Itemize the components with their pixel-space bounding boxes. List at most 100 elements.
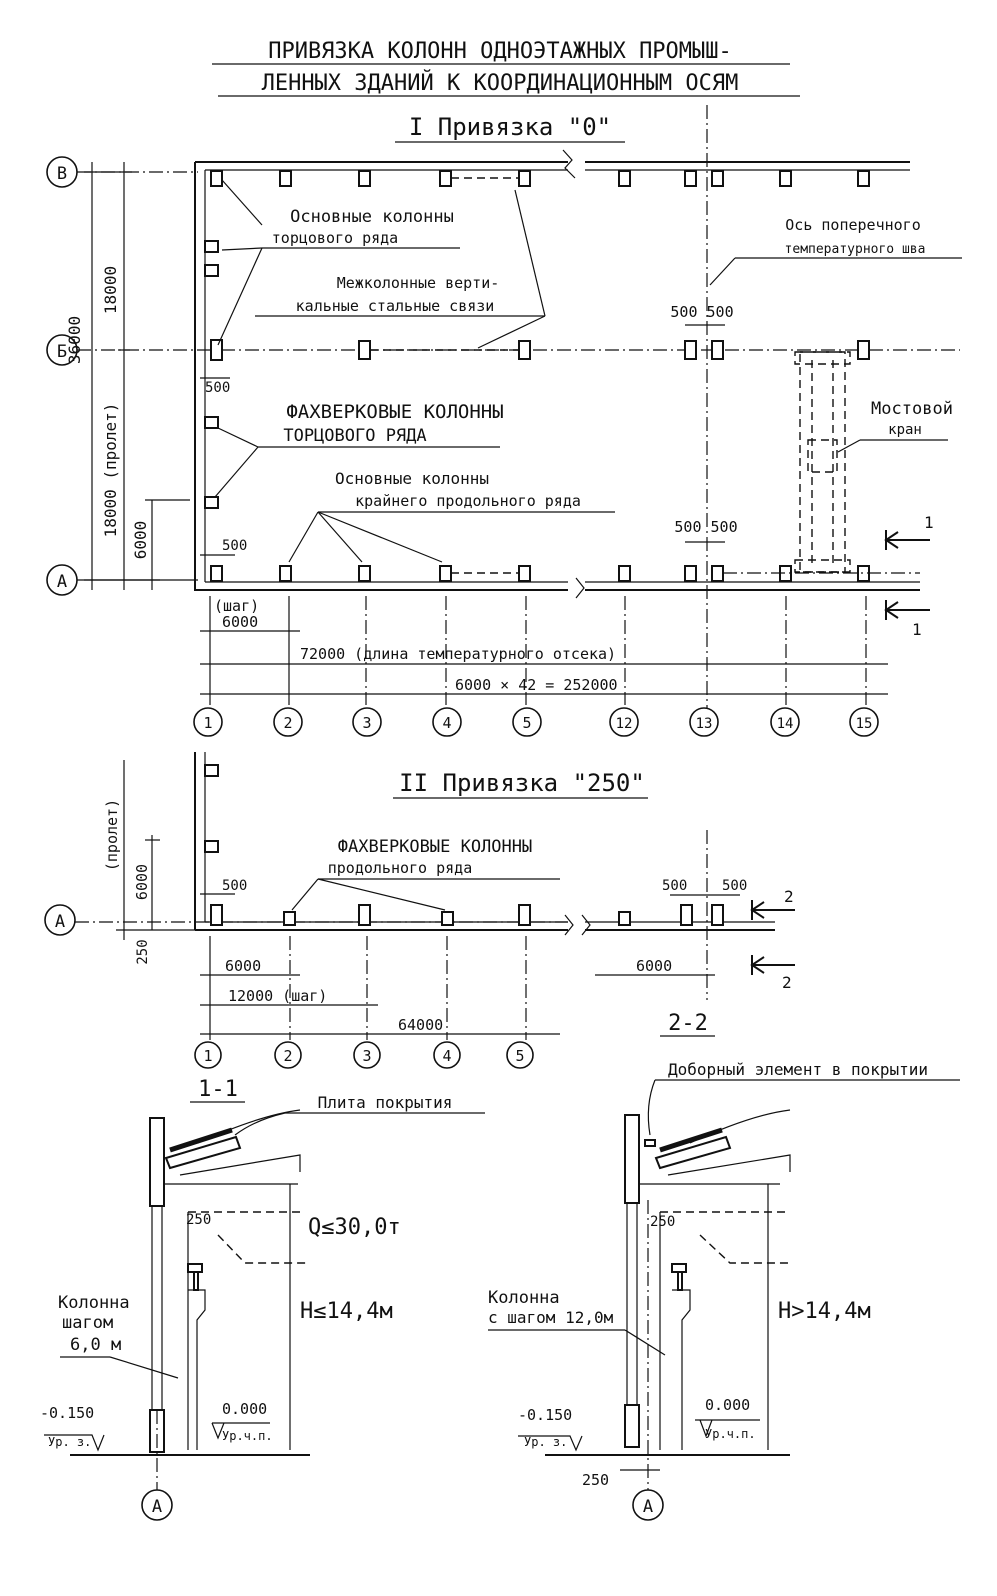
dim-12000: 12000 (шаг) (228, 987, 327, 1005)
leader (709, 257, 736, 286)
label-crane-1: Мостовой (871, 399, 953, 419)
col-axis-label: 15 (856, 716, 873, 732)
dim-72000: 72000 (длина температурного отсека) (300, 645, 616, 663)
dim-6000-v-2: 6000 (133, 864, 151, 900)
dim-left-section2 (116, 760, 195, 940)
leader (647, 1079, 656, 1136)
column (204, 264, 219, 277)
column (518, 904, 531, 926)
row-axis-a-label: А (57, 572, 67, 592)
dim-18000-top: 18000 (101, 266, 120, 314)
col-axis-label: 4 (442, 714, 451, 732)
label-end-main-1: Основные колонны (290, 207, 454, 227)
leader (214, 446, 259, 498)
cut1-column-3: 6,0 м (70, 1335, 121, 1355)
leader (217, 247, 263, 346)
dim-span: (пролет) (103, 799, 121, 871)
dim-500-b: 500 (222, 538, 247, 554)
column (204, 840, 219, 853)
col-axis-label: 14 (777, 716, 794, 732)
column (358, 904, 371, 926)
row-axis-b-label: Б (57, 342, 67, 362)
dim-36000: 36000 (65, 316, 84, 364)
column (684, 170, 697, 187)
dim-500-c2: 500 (722, 878, 747, 894)
column (439, 565, 452, 582)
dim-64000: 64000 (398, 1016, 443, 1034)
column (618, 911, 631, 926)
dim-500-b2: 500 (662, 878, 687, 894)
section1-heading: I Привязка "0" (409, 113, 611, 141)
columns-section2 (204, 764, 724, 926)
column (204, 240, 219, 253)
column (684, 565, 697, 582)
label-frame-end-2: ТОРЦОВОГО РЯДА (283, 426, 426, 446)
cut1-slab-label: Плита покрытия (318, 1093, 453, 1112)
cut1-axis-label: А (152, 1497, 162, 1517)
cut1-height: H≤14,4м (300, 1299, 393, 1324)
column (779, 170, 792, 187)
leader (317, 511, 363, 563)
column (283, 911, 296, 926)
column (279, 170, 292, 187)
column (210, 170, 223, 187)
column (680, 904, 693, 926)
column (204, 416, 219, 429)
section2-heading: II Привязка "250" (399, 769, 645, 797)
label-bracing-1: Межколонные верти- (337, 274, 500, 292)
title-line-1: ПРИВЯЗКА КОЛОНН ОДНОЭТАЖНЫХ ПРОМЫШ- (268, 39, 732, 64)
column (711, 340, 724, 360)
level-marker (695, 1419, 760, 1438)
cut-mark-1-top: 1 (884, 513, 934, 550)
col-axis-label: 5 (522, 714, 531, 732)
label-frame-end-1: ФАХВЕРКОВЫЕ КОЛОННЫ (286, 401, 503, 423)
column (857, 340, 870, 360)
dim-bottom-section2 (200, 936, 715, 1040)
columns-row-a (210, 565, 870, 582)
column (439, 170, 452, 187)
label-bracing-2: кальные стальные связи (296, 297, 495, 315)
title-line-2: ЛЕННЫХ ЗДАНИЙ К КООРДИНАЦИОННЫМ ОСЯМ (262, 70, 739, 96)
column (711, 170, 724, 187)
cut-label-1b: 1 (912, 620, 922, 639)
cut2-dim-250-bottom: 250 (582, 1471, 609, 1489)
column (358, 340, 371, 360)
col-axes-section1: 1 2 3 4 5 12 13 14 15 (193, 707, 879, 737)
column (518, 170, 531, 187)
col-axis-label: 13 (696, 716, 713, 732)
cut1-title: 1-1 (198, 1077, 238, 1102)
col-axes-section2: 1 2 3 4 5 (194, 1041, 534, 1069)
cut-mark-2-bottom: 2 (750, 955, 795, 992)
col-axis-label: 4 (442, 1047, 451, 1065)
col-axis-label: 2 (283, 714, 292, 732)
columns-row-v (210, 170, 870, 187)
leader (624, 1329, 666, 1356)
column (358, 565, 371, 582)
cut-label-1a: 1 (924, 513, 934, 532)
column (210, 565, 223, 582)
row-axis-v: В (46, 156, 78, 188)
column (711, 565, 724, 582)
column (204, 496, 219, 509)
cut1-axis-a: А (141, 1489, 173, 1521)
col-axis-label: 1 (203, 1047, 212, 1065)
leader (291, 878, 319, 911)
cut2-level-floor: 0.000 (705, 1396, 750, 1414)
cut2-axis-label: А (643, 1497, 653, 1517)
cut-label-2b: 2 (782, 973, 792, 992)
cut1-level-floor-label: Ур.ч.п. (222, 1429, 273, 1443)
column (684, 340, 697, 360)
cut1-column-2: шагом (62, 1313, 113, 1333)
cut2-axis-a: А (632, 1489, 664, 1521)
column (618, 170, 631, 187)
row-axis-v-label: В (57, 164, 67, 184)
cut1-level-ground: -0.150 (40, 1404, 94, 1422)
col-axis-label: 12 (616, 716, 633, 732)
row-axis-a: А (46, 564, 78, 596)
column (210, 339, 223, 361)
dim-500-a: 500 (205, 380, 230, 396)
label-frame-long-2: продольного ряда (328, 859, 473, 877)
leader (221, 179, 263, 226)
bridge-crane (794, 351, 851, 573)
leader (234, 1112, 286, 1136)
